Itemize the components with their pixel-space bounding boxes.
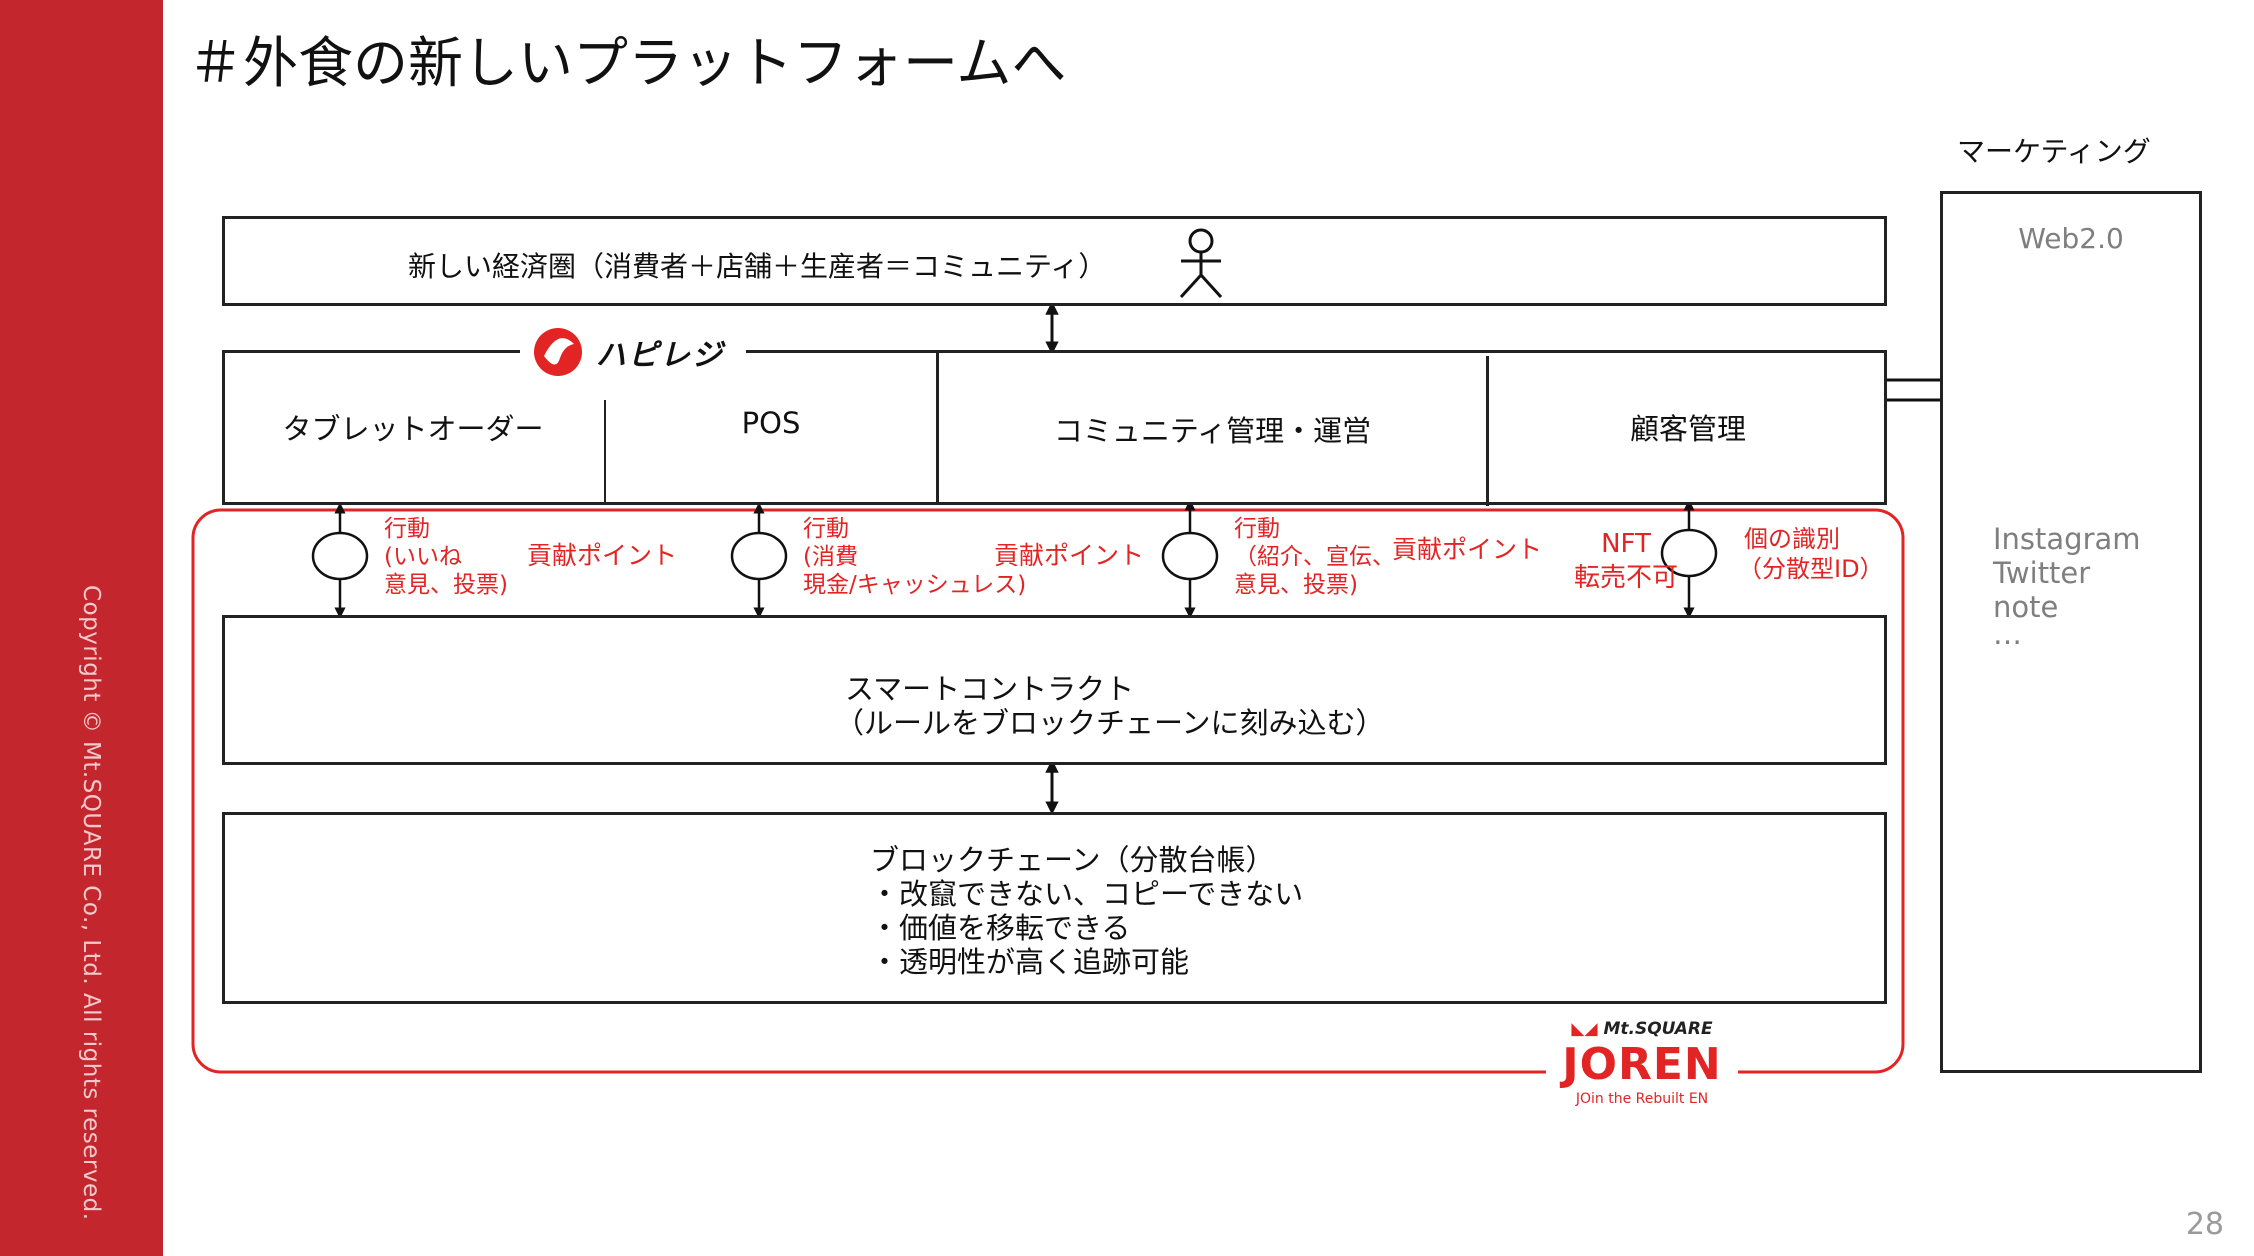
marketing-item-more: … (1993, 617, 2022, 651)
hapiregi-logo-text: ハピレジ (596, 338, 724, 373)
flow-id: 個の識別（分散型ID） (1738, 525, 1884, 583)
blockchain-box: ブロックチェーン（分散台帳） ・改竄できない、コピーできない ・価値を移転できる… (222, 812, 1887, 1004)
slide-title: ＃外食の新しいプラットフォームへ (188, 31, 1067, 95)
hapiregi-box (222, 350, 1887, 505)
divider (1486, 356, 1489, 506)
module-community-management: コミュニティ管理・運営 (1053, 414, 1372, 448)
module-tablet-order: タブレットオーダー (282, 412, 544, 446)
smart-contract-box: スマートコントラクト （ルールをブロックチェーンに刻み込む） (222, 615, 1887, 765)
divider (604, 400, 606, 505)
divider (936, 350, 939, 505)
flow-node-3 (1161, 531, 1219, 581)
marketing-item-instagram: Instagram (1993, 522, 2141, 556)
sidebar-band (0, 0, 163, 1256)
blockchain-bullet: ・価値を移転できる (870, 911, 1131, 945)
smart-contract-subtitle: （ルールをブロックチェーンに刻み込む） (835, 706, 1385, 740)
flow-action-1: 行動(いいね意見、投票) (384, 516, 508, 598)
flow-action-3: 行動（紹介、宣伝、意見、投票) (1234, 516, 1395, 598)
marketing-item-note: note (1993, 590, 2059, 624)
flow-action-2: 行動(消費現金/キャッシュレス) (803, 516, 1027, 598)
blockchain-title: ブロックチェーン（分散台帳） (870, 843, 1275, 877)
flow-node-4 (1660, 528, 1718, 578)
marketing-items: Instagram Twitter note … (1993, 522, 2141, 651)
marketing-item-twitter: Twitter (1993, 556, 2091, 590)
hapiregi-logo-mark (534, 328, 582, 376)
blockchain-bullet: ・改竄できない、コピーできない (870, 877, 1304, 911)
joren-logo: ◣◢ Mt.SQUARE JOREN JOin the Rebuilt EN (1546, 1016, 1738, 1110)
marketing-box: Web2.0 Instagram Twitter note … (1940, 191, 2202, 1073)
module-pos: POS (741, 406, 801, 440)
module-customer-management: 顧客管理 (1629, 412, 1746, 446)
flow-point-1: 貢献ポイント (527, 541, 678, 570)
flow-node-1 (311, 531, 369, 581)
economy-label: 新しい経済圏（消費者＋店舗＋生産者＝コミュニティ） (408, 250, 1107, 283)
blockchain-bullet: ・透明性が高く追跡可能 (870, 945, 1190, 979)
web2-label: Web2.0 (2018, 222, 2124, 255)
flow-point-3: 貢献ポイント (1392, 535, 1543, 564)
joren-tagline: JOin the Rebuilt EN (1575, 1091, 1709, 1107)
smart-contract-title: スマートコントラクト (845, 672, 1135, 706)
hapiregi-logo: ハピレジ (520, 322, 746, 382)
flow-point-2: 貢献ポイント (994, 541, 1145, 570)
economy-box: 新しい経済圏（消費者＋店舗＋生産者＝コミュニティ） (222, 216, 1887, 306)
joren-wordmark: JOREN (1562, 1039, 1722, 1090)
joren-frame (191, 508, 1905, 1074)
page-number: 28 (2185, 1207, 2224, 1242)
mt-square-logo: ◣◢ Mt.SQUARE (1571, 1019, 1713, 1039)
marketing-label: マーケティング (1957, 135, 2151, 168)
mt-square-mark-icon: ◣◢ (1571, 1019, 1598, 1039)
person-icon (1179, 228, 1223, 299)
flow-node-2 (730, 531, 788, 581)
